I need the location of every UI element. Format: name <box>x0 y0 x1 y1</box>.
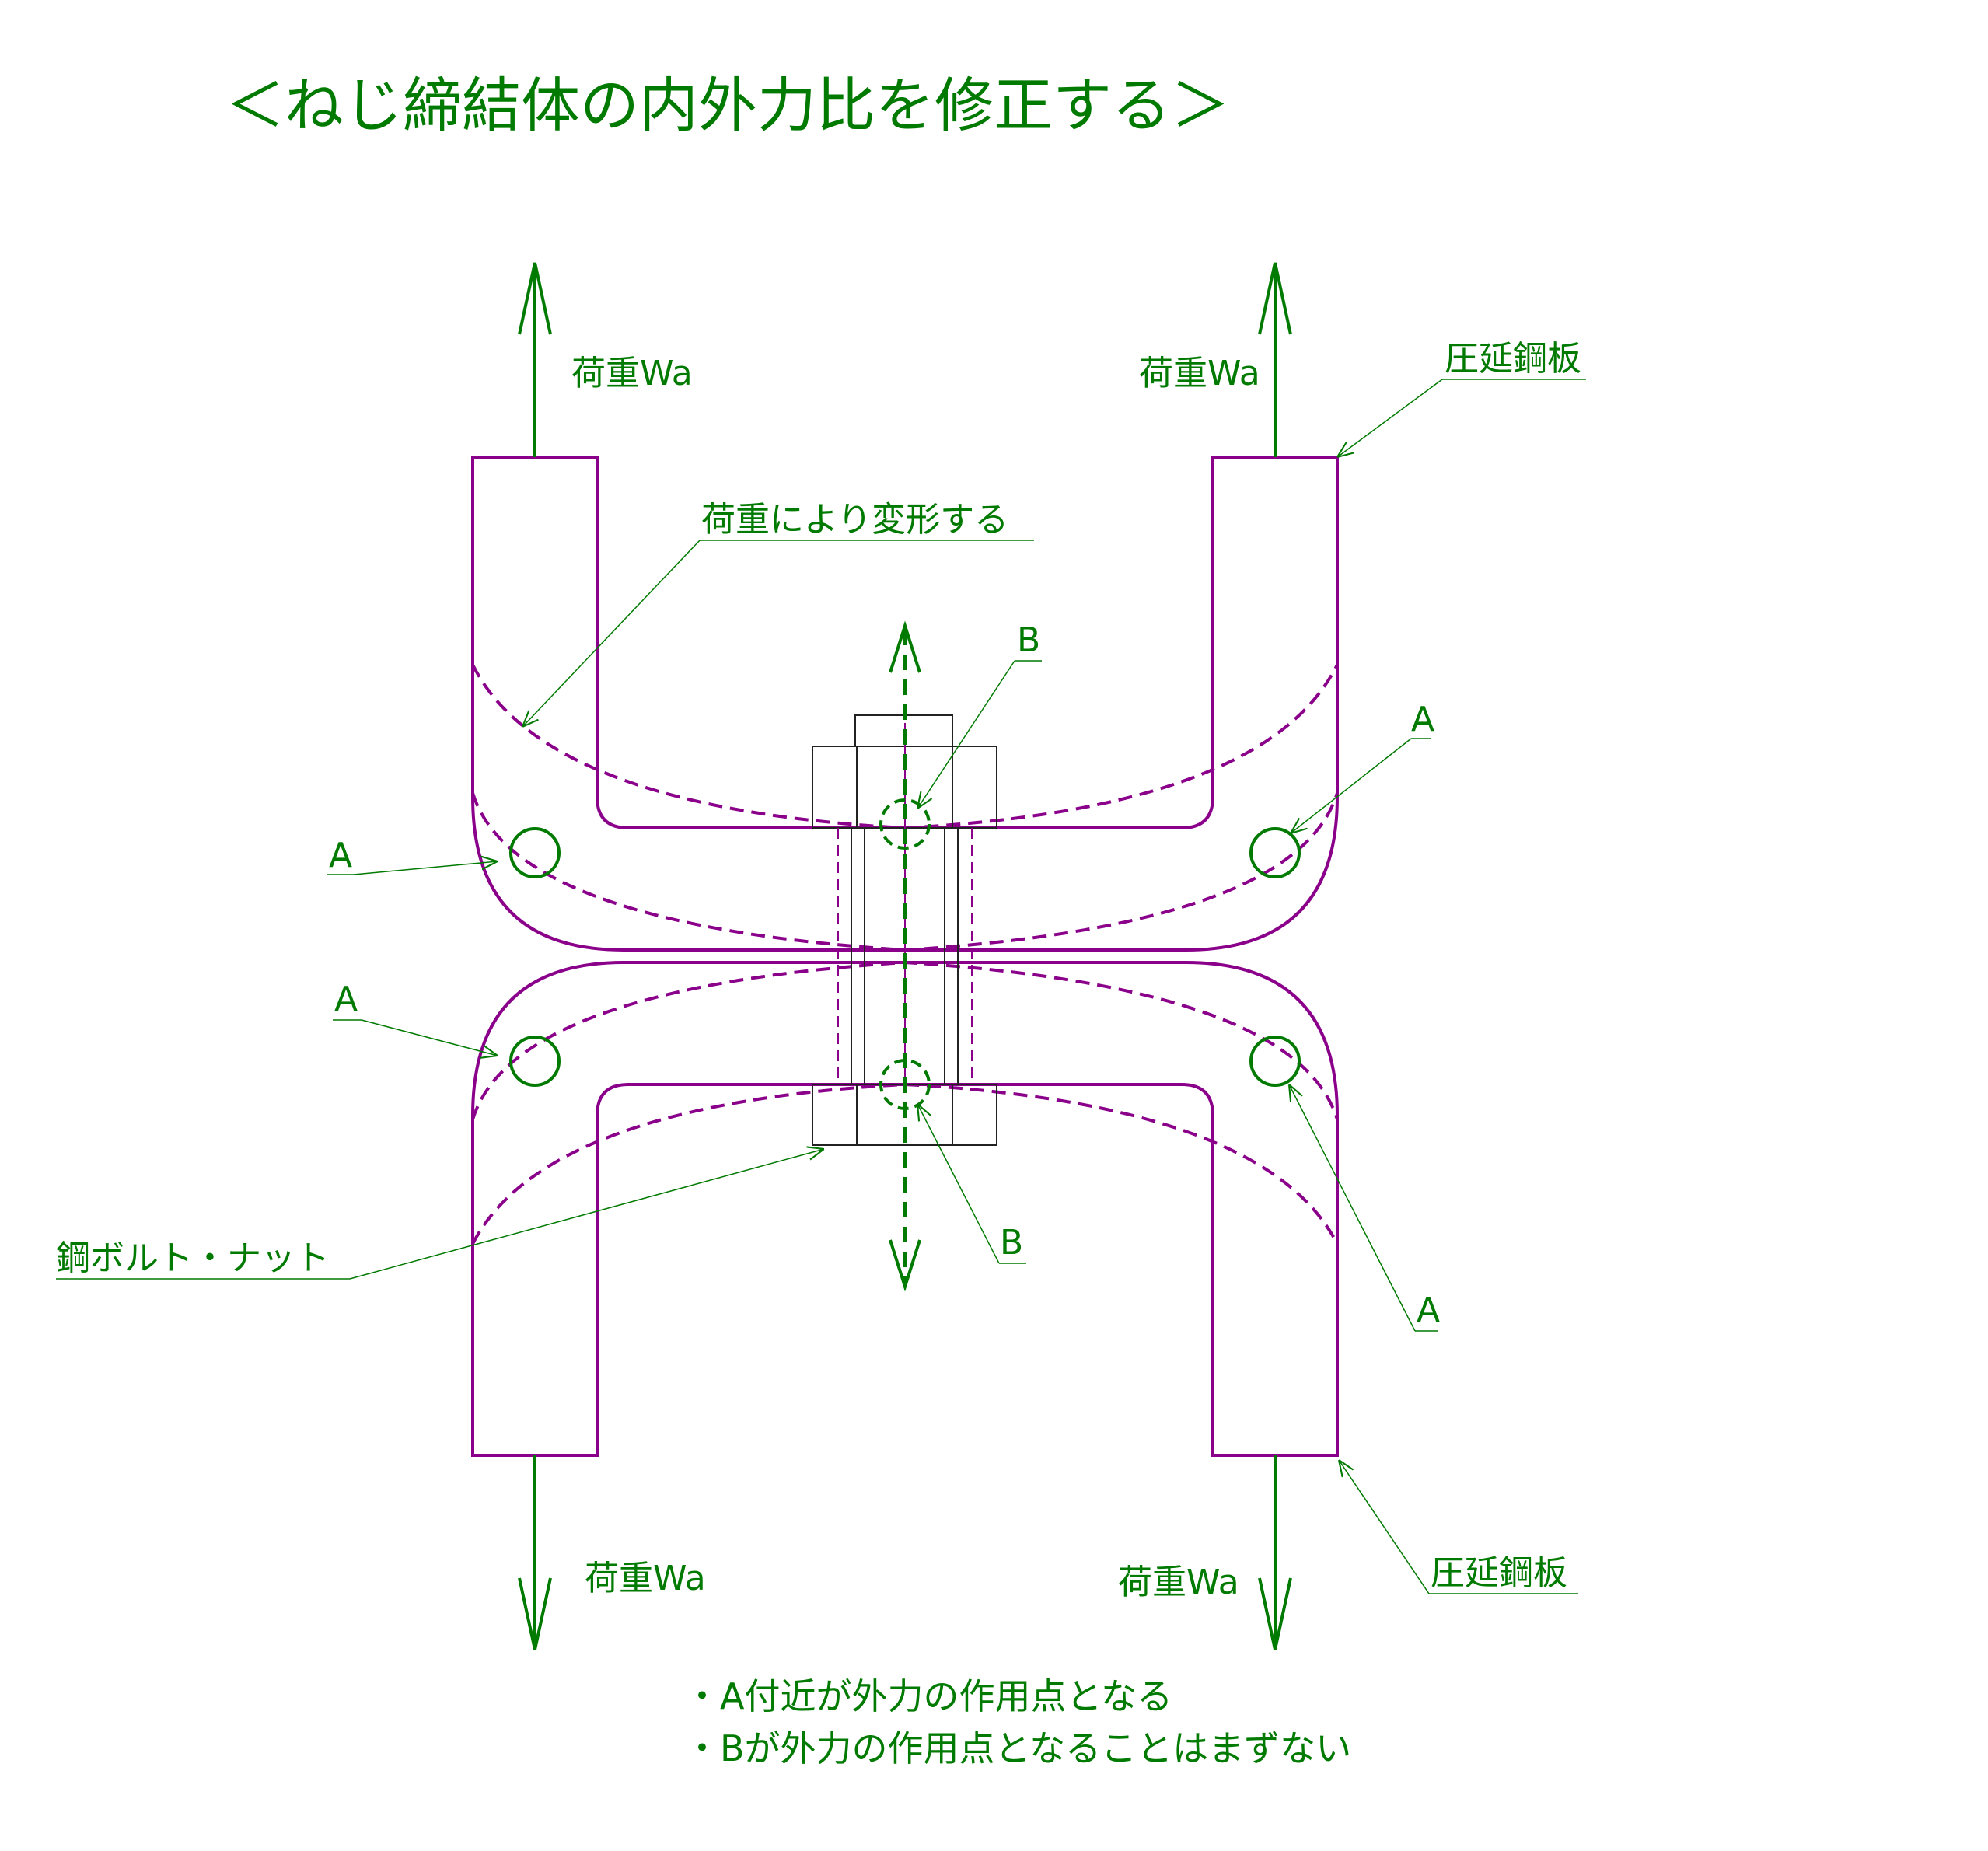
note-line-2: ・Bが外力の作用点となることはまずない <box>684 1727 1351 1769</box>
point-b-marker-icon <box>879 798 931 850</box>
bolt-nut-assembly <box>812 714 997 1146</box>
load-arrow-bottom-right-icon <box>1258 1455 1292 1650</box>
plate-label-bottom: 圧延鋼板 <box>1431 1553 1567 1593</box>
plate-label-top: 圧延鋼板 <box>1445 339 1581 379</box>
deform-label: 荷重により変形する <box>701 500 1008 540</box>
bolt-axis-arrow <box>889 620 921 1292</box>
point-b-label: B <box>1017 620 1040 660</box>
load-label-bottom-right: 荷重Wa <box>1118 1563 1239 1602</box>
load-label-bottom-left: 荷重Wa <box>585 1559 706 1598</box>
load-arrow-top-right-icon <box>1258 262 1292 457</box>
point-a-marker-icon <box>1249 1036 1301 1087</box>
diagram-title: ＜ねじ締結体の内外力比を修正する＞ <box>225 71 1230 140</box>
load-arrow-bottom-left-icon <box>518 1455 552 1650</box>
load-label-top-left: 荷重Wa <box>571 354 693 393</box>
point-a-marker-icon <box>509 827 561 878</box>
point-a-label: A <box>334 980 358 1019</box>
plate-bottom <box>471 961 1339 1457</box>
point-a-label: A <box>1411 700 1434 739</box>
bolt-hole <box>837 828 973 1084</box>
plate-top <box>471 456 1339 952</box>
point-a-marker-icon <box>509 1036 561 1087</box>
load-arrow-top-left-icon <box>518 262 552 457</box>
note-line-1: ・A付近が外力の作用点となる <box>684 1675 1172 1717</box>
point-a-label: A <box>1417 1290 1440 1330</box>
load-label-top-right: 荷重Wa <box>1139 354 1260 393</box>
point-a-label: A <box>329 836 352 875</box>
point-b-label: B <box>1000 1223 1023 1263</box>
point-a-marker-icon <box>1249 827 1301 878</box>
point-b-marker-icon <box>879 1059 931 1110</box>
bolt-shank <box>851 828 959 1084</box>
bolt-nut-label: 鋼ボルト・ナット <box>56 1238 330 1278</box>
